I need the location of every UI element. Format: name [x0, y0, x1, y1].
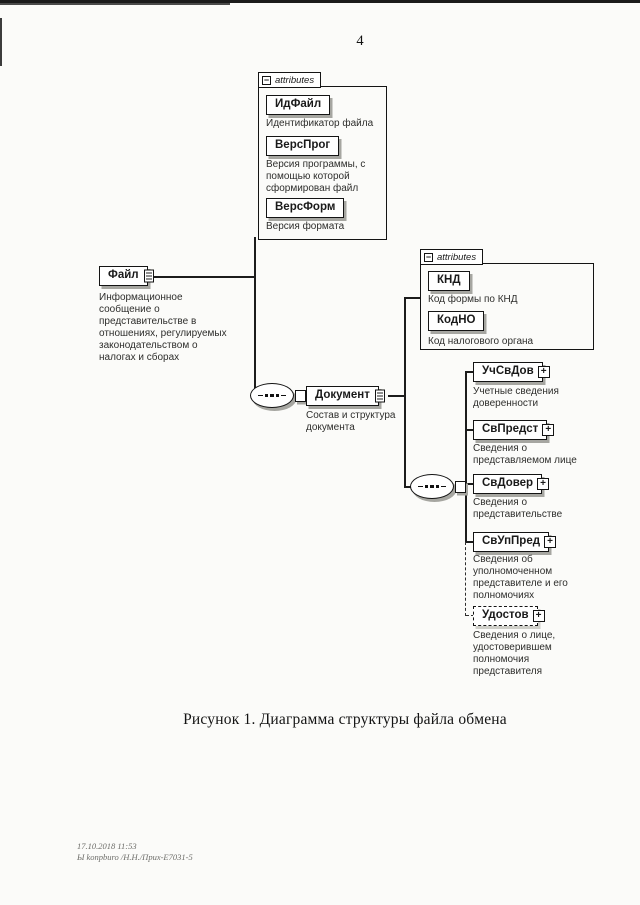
child-svdover-box: СвДовер +: [473, 474, 550, 494]
element-file-box: Файл: [99, 266, 154, 286]
stub-svdover: [466, 483, 474, 485]
footer-stamp: 17.10.2018 11:53 Ы konpburo /Н.Н./Прих-Е…: [77, 841, 193, 863]
attributes-tab-2: − attributes: [420, 249, 484, 265]
collapse-minus-icon: −: [262, 74, 271, 85]
child-udostov-desc: Сведения о лице, удостоверившем полномоч…: [473, 630, 556, 677]
page-number: 4: [356, 33, 364, 49]
sequence-icon-2: [410, 474, 454, 499]
attribute-name: ВерсПрог: [275, 139, 331, 151]
footer-reference: Ы konpburo /Н.Н./Прих-Е7031-5: [77, 852, 193, 862]
sequence-glyph: [418, 484, 446, 489]
child-uchsvdov-desc: Учетные сведения доверенности: [473, 386, 559, 409]
attribute-knd-desc: Код формы по КНД: [428, 294, 518, 305]
attribute-knd-box: КНД: [428, 271, 470, 291]
attribute-idfile-desc: Идентификатор файла: [266, 118, 374, 129]
expand-plus-icon: +: [537, 478, 550, 490]
element-name: УчСвДов: [482, 365, 534, 377]
stub-svuppred: [466, 541, 474, 543]
attributes-tab-label: attributes: [275, 74, 315, 86]
sequence-glyph: [258, 393, 286, 398]
attribute-versprog-desc: Версия программы, с помощью которой сфор…: [266, 159, 366, 194]
attribute-idfile-box: ИдФайл: [266, 95, 331, 115]
attribute-kodno-box: КодНО: [428, 311, 485, 331]
sequence-connector-square-2: [455, 481, 466, 493]
collapse-minus-icon: −: [424, 251, 433, 262]
sequence-icon-1: [250, 383, 294, 408]
element-name: Удостов: [482, 609, 529, 621]
connector-document-to-branch: [388, 395, 406, 397]
attribute-kodno-desc: Код налогового органа: [428, 336, 534, 347]
connector-branch-vertical-1: [254, 237, 256, 396]
child-svuppred-desc: Сведения об уполномоченном представителе…: [473, 554, 568, 601]
attribute-name: КодНО: [437, 314, 476, 326]
expand-plus-icon: +: [532, 610, 545, 622]
stub-uchsvdov: [466, 371, 474, 373]
child-svpredst-box: СвПредст +: [473, 420, 555, 440]
scan-artifact-top-bar-2: [0, 3, 230, 5]
child-svuppred-box: СвУпПред +: [473, 532, 557, 552]
attribute-name: ИдФайл: [275, 98, 322, 110]
element-document-desc: Состав и структура документа: [306, 410, 396, 433]
expand-plus-icon: +: [542, 424, 555, 436]
attributes-box-2: [420, 263, 594, 350]
footer-datetime: 17.10.2018 11:53: [77, 841, 137, 851]
attributes-box-1: [258, 86, 387, 240]
attribute-name: КНД: [437, 274, 461, 286]
element-document-box: Документ: [306, 386, 385, 406]
attributes-tab-1: − attributes: [258, 72, 322, 88]
child-svpredst-desc: Сведения о представляемом лице: [473, 443, 577, 466]
child-uchsvdov-box: УчСвДов +: [473, 362, 550, 382]
element-name: СвПредст: [482, 423, 539, 435]
attributes-tab-label: attributes: [437, 251, 477, 263]
connector-file-to-branch: [152, 276, 255, 278]
element-name: СвДовер: [482, 477, 534, 489]
expand-handle-icon: [374, 389, 385, 403]
stub-svpredst: [466, 429, 474, 431]
scan-artifact-left-edge: [0, 18, 2, 66]
stub-udostov-dashed: [466, 615, 474, 616]
attribute-name: ВерсФорм: [275, 201, 336, 213]
element-name: Файл: [108, 269, 139, 281]
connector-children-vertical-solid: [465, 371, 467, 542]
element-name: Документ: [315, 389, 370, 401]
child-svdover-desc: Сведения о представительстве: [473, 497, 563, 520]
sequence-connector-square-1: [295, 390, 306, 402]
expand-handle-icon: [143, 269, 154, 283]
element-name: СвУпПред: [482, 535, 541, 547]
expand-plus-icon: +: [544, 536, 557, 548]
figure-caption: Рисунок 1. Диаграмма структуры файла обм…: [183, 711, 507, 728]
attribute-versform-box: ВерсФорм: [266, 198, 345, 218]
attribute-versprog-box: ВерсПрог: [266, 136, 340, 156]
connector-branch-vertical-2: [404, 297, 406, 487]
connector-to-sequence-2: [404, 486, 412, 488]
element-file-desc: Информационное сообщение о представитель…: [99, 292, 227, 363]
connector-children-vertical-dashed: [465, 542, 466, 616]
child-udostov-box: Удостов +: [473, 606, 545, 626]
scan-artifact-top-bar: [0, 0, 640, 3]
expand-plus-icon: +: [537, 366, 550, 378]
connector-to-attributes-2: [404, 297, 421, 299]
attribute-versform-desc: Версия формата: [266, 221, 345, 232]
